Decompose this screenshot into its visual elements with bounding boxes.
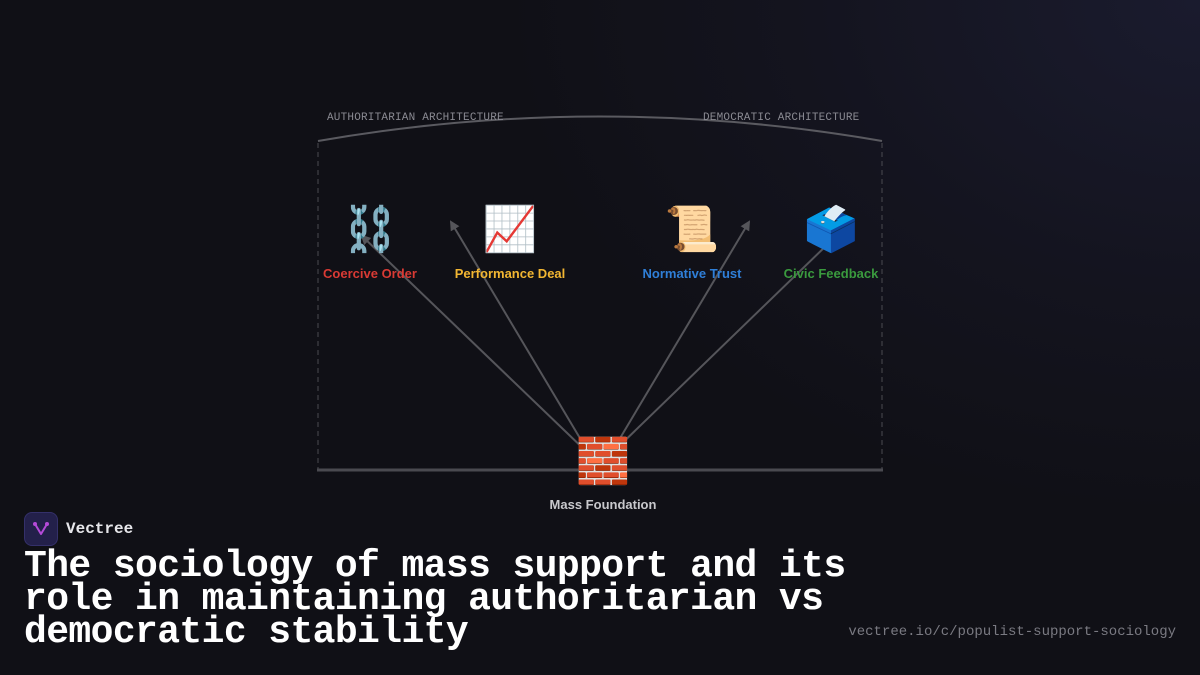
brick-icon: 🧱 [575, 437, 631, 486]
arrow-coercive [360, 234, 591, 456]
page-url: vectree.io/c/populist-support-sociology [848, 624, 1176, 640]
node-mass-foundation: 🧱 Mass Foundation [550, 436, 657, 512]
node-performance-deal: 📈 Performance Deal [455, 204, 566, 281]
democratic-architecture-label: DEMOCRATIC ARCHITECTURE [703, 112, 860, 124]
ballot-box-icon: 🗳️ [803, 205, 859, 254]
authoritarian-architecture-label: AUTHORITARIAN ARCHITECTURE [327, 112, 504, 124]
arch-roof [317, 115, 883, 142]
node-label: Coercive Order [323, 266, 417, 281]
page-title: The sociology of mass support and its ro… [24, 545, 846, 654]
chains-icon: ⛓️ [342, 205, 398, 254]
node-civic-feedback: 🗳️ Civic Feedback [784, 204, 879, 281]
node-label: Mass Foundation [549, 497, 657, 512]
node-label: Civic Feedback [783, 266, 879, 281]
brand-name: Vectree [66, 520, 134, 538]
arrow-performance [449, 220, 591, 456]
node-normative-trust: 📜 Normative Trust [643, 204, 742, 281]
node-coercive-order: ⛓️ Coercive Order [323, 204, 417, 281]
arrow-civic [609, 240, 832, 456]
chart-increasing-icon: 📈 [482, 205, 538, 254]
arrow-normative [609, 220, 751, 456]
scroll-icon: 📜 [664, 205, 720, 254]
vectree-logo-icon [24, 512, 58, 546]
node-label: Normative Trust [642, 266, 742, 281]
node-label: Performance Deal [454, 266, 566, 281]
brand: Vectree [24, 512, 133, 546]
